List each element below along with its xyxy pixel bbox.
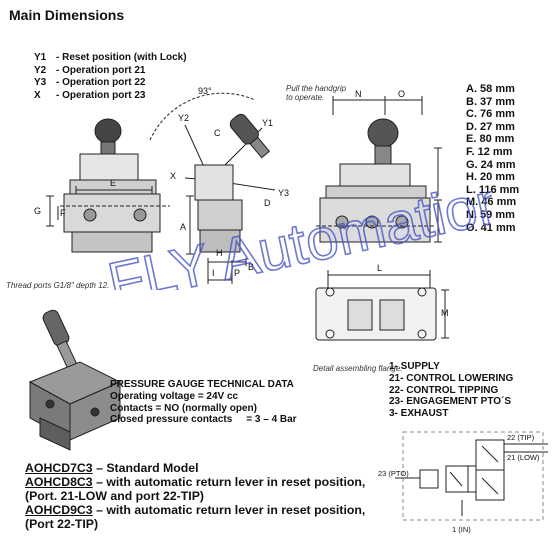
dimension-list: A. 58 mm B. 37 mm C. 76 mm D. 27 mm E. 8…: [466, 83, 519, 234]
label-m: M: [441, 308, 449, 318]
dimension-item: E. 80 mm: [466, 133, 515, 146]
dimension-item: D. 27 mm: [466, 120, 515, 133]
label-g: G: [34, 206, 41, 216]
gauge-line: = 3 – 4 Bar: [246, 414, 297, 426]
model-code: AOHCD8C3: [25, 475, 93, 489]
flange-detail-drawing: [315, 270, 449, 341]
dimension-item: F. 12 mm: [466, 145, 513, 158]
model-item: AOHCD7C3 – Standard Model: [25, 461, 365, 475]
legend-key: Y3: [34, 77, 47, 88]
label-o: O: [398, 89, 405, 99]
position-legend: Y1 - Reset position (with Lock) Y2 - Opera…: [34, 52, 187, 102]
legend-row: Y3 - Operation port 22: [34, 77, 187, 90]
dimension-item: M. 46 mm: [466, 196, 517, 209]
port-item: 23- ENGAGEMENT PTO´S: [389, 396, 512, 408]
model-item: AOHCD9C3 – with automatic return lever i…: [25, 503, 365, 517]
gauge-heading: PRESSURE GAUGE TECHNICAL DATA: [110, 379, 294, 390]
dimension-item: B. 37 mm: [466, 95, 515, 108]
legend-text: - Reset position (with Lock): [56, 52, 187, 63]
schematic-port-23: 23 (PTO): [378, 469, 409, 478]
gauge-line: Operating voltage = 24V cc: [110, 390, 239, 402]
label-i: I: [212, 268, 215, 278]
dimension-item: C. 76 mm: [466, 108, 515, 121]
label-e: E: [110, 178, 116, 188]
pull-note-line: Pull the handgrip: [286, 84, 347, 93]
pressure-gauge-data: PRESSURE GAUGE TECHNICAL DATA Operating …: [110, 379, 297, 426]
port-item: 22- CONTROL TIPPING: [389, 384, 499, 396]
port-item: 1- SUPPLY: [389, 361, 440, 372]
model-text: (Port. 21-LOW and port 22-TIP): [25, 489, 204, 503]
pneumatic-schematic: [395, 431, 548, 521]
label-y3: Y3: [278, 188, 289, 198]
label-p: P: [234, 268, 240, 278]
watermark: FLY Automation: [102, 170, 492, 290]
model-text: – with automatic return lever in reset p…: [92, 475, 366, 489]
model-code: AOHCD7C3: [25, 461, 93, 475]
legend-text: - Operation port 22: [56, 77, 146, 88]
right-view-drawing: [316, 96, 442, 243]
label-x: X: [170, 171, 176, 181]
pull-note-line: to operate.: [286, 93, 325, 102]
watermark-text: FLY Automation: [103, 170, 492, 290]
model-list: AOHCD7C3 – Standard Model AOHCD8C3 – wit…: [25, 461, 365, 531]
label-h: H: [216, 248, 223, 258]
label-y2: Y2: [178, 113, 189, 123]
pull-handgrip-note: Pull the handgrip to operate.: [286, 84, 346, 102]
dimension-item: H. 20 mm: [466, 171, 515, 184]
label-c: C: [214, 128, 221, 138]
dimension-item: G. 24 mm: [466, 158, 516, 171]
dimension-item: A. 58 mm: [466, 83, 515, 95]
dimension-item: N. 59 mm: [466, 208, 515, 221]
legend-row: Y2 - Operation port 21: [34, 65, 187, 78]
valve-isometric-illustration: [28, 309, 122, 451]
model-code: AOHCD9C3: [25, 503, 93, 517]
label-a: A: [180, 222, 186, 232]
legend-text: - Operation port 21: [56, 64, 146, 76]
legend-row: Y1 - Reset position (with Lock): [34, 52, 187, 65]
front-view-drawing: [46, 118, 170, 253]
dimension-item: L. 116 mm: [466, 183, 520, 196]
gauge-line: Contacts = NO (normally open): [110, 402, 257, 414]
legend-text: - Operation port 23: [56, 89, 146, 101]
angle-label: 93°: [198, 86, 212, 96]
detail-flange-note: Detail assembling flange.: [313, 364, 403, 373]
model-item: AOHCD8C3 – with automatic return lever i…: [25, 475, 365, 489]
model-text: – with automatic return lever in reset p…: [92, 503, 366, 517]
legend-row: X - Operation port 23: [34, 90, 187, 103]
schematic-port-22: 22 (TIP): [507, 433, 535, 442]
model-text: (Port 22-TIP): [25, 517, 99, 531]
port-list: 1- SUPPLY 21- CONTROL LOWERING 22- CONTR…: [389, 361, 513, 420]
model-item: (Port. 21-LOW and port 22-TIP): [25, 489, 365, 503]
label-y1: Y1: [262, 118, 273, 128]
side-view-drawing: [149, 92, 276, 284]
port-item: 3- EXHAUST: [389, 408, 449, 420]
dimension-item: O. 41 mm: [466, 221, 516, 234]
label-l: L: [377, 263, 382, 273]
gauge-line-pressure: Closed pressure contacts = 3 – 4 Bar: [110, 414, 297, 426]
label-n: N: [355, 89, 362, 99]
port-item: 21- CONTROL LOWERING: [389, 372, 514, 384]
legend-key: Y2: [34, 64, 47, 76]
thread-ports-note: Thread ports G1/8" depth 12.: [6, 281, 110, 290]
label-f: F: [60, 208, 66, 218]
gauge-line: Closed pressure contacts: [110, 414, 233, 426]
legend-key: Y1: [34, 52, 47, 63]
model-text: – Standard Model: [92, 461, 199, 475]
label-b: B: [248, 262, 254, 272]
label-d: D: [264, 198, 271, 208]
page-title: Main Dimensions: [9, 7, 125, 23]
schematic-port-21: 21 (LOW): [507, 453, 540, 462]
schematic-port-1: 1 (IN): [452, 525, 471, 534]
model-item: (Port 22-TIP): [25, 517, 365, 531]
legend-key: X: [34, 89, 41, 101]
